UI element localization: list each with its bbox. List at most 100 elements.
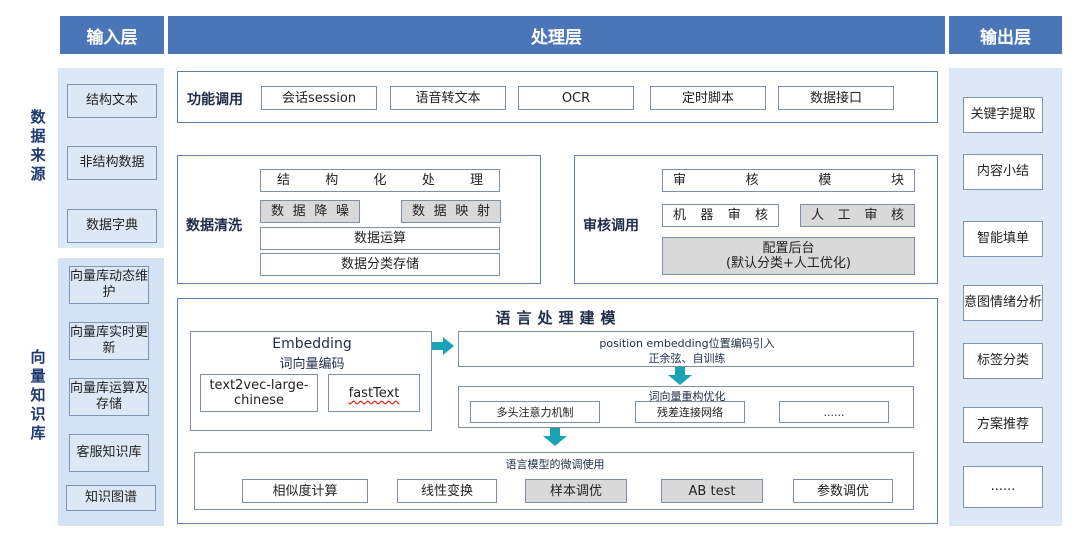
embedding-box: Embedding 词向量编码 text2vec-large-chinese f… (190, 331, 432, 431)
mr-char: 核 (754, 208, 768, 223)
arrow-right-icon (443, 337, 454, 355)
structured-processing: 结 构 化 处 理 (260, 169, 500, 192)
vector-item-dynamic-maintenance: 向量库动态维护 (69, 266, 149, 304)
mr-char: 审 (727, 208, 741, 223)
vector-item-compute-storage: 向量库运算及存储 (69, 378, 149, 416)
ab-test: AB test (661, 479, 763, 503)
review-module: 审 核 模 块 (662, 169, 915, 192)
arrow-down-shaft (550, 428, 560, 436)
rm-char: 核 (745, 173, 759, 188)
manual-review: 人 工 审 核 (800, 204, 915, 227)
restructure-box: 词向量重构优化 多头注意力机制 残差连接网络 ...... (458, 386, 914, 428)
config-backend-title: 配置后台 (762, 241, 815, 256)
position-embedding-line1: position embedding位置编码引入 (599, 337, 775, 350)
arrow-down-icon (668, 375, 692, 385)
language-model-panel: 语言处理建模 Embedding 词向量编码 text2vec-large-ch… (177, 298, 938, 524)
sample-tuning: 样本调优 (525, 479, 627, 503)
mn-char: 人 (811, 208, 825, 223)
more-items-placeholder: ...... (779, 401, 889, 423)
data-source-label: 数据来源 (28, 108, 48, 184)
data-denoise: 数 据 降 噪 (260, 200, 360, 223)
restructure-title: 词向量重构优化 (648, 390, 726, 403)
function-item-data-interface: 数据接口 (778, 86, 894, 110)
multi-head-attention: 多头注意力机制 (470, 401, 600, 423)
vector-item-knowledge-graph: 知识图谱 (66, 485, 156, 511)
vector-kb-label: 向量知识库 (28, 348, 48, 443)
position-embedding-box: position embedding位置编码引入 正余弦、自训练 (458, 331, 914, 367)
mn-char: 审 (864, 208, 878, 223)
rm-char: 块 (890, 173, 904, 188)
data-classified-storage: 数据分类存储 (260, 253, 500, 276)
function-call-panel: 功能调用 会话session 语音转文本 OCR 定时脚本 数据接口 (177, 71, 938, 123)
function-item-scheduled-script: 定时脚本 (650, 86, 766, 110)
similarity-calc: 相似度计算 (242, 479, 368, 503)
sp-char: 化 (373, 173, 387, 188)
mr-char: 器 (700, 208, 714, 223)
dm-char: 射 (476, 204, 490, 219)
function-item-ocr: OCR (518, 86, 634, 110)
rm-char: 模 (818, 173, 832, 188)
position-embedding-line2: 正余弦、自训练 (648, 352, 726, 365)
machine-review: 机 器 审 核 (662, 204, 779, 227)
embedding-subtitle: 词向量编码 (279, 357, 345, 372)
source-item-data-dictionary: 数据字典 (67, 209, 157, 243)
sp-char: 理 (469, 173, 483, 188)
model-text2vec: text2vec-large-chinese (200, 374, 318, 412)
finetune-box: 语言模型的微调使用 相似度计算 线性变换 样本调优 AB test 参数调优 (194, 452, 914, 510)
mr-char: 机 (673, 208, 687, 223)
review-call-panel: 审核调用 审 核 模 块 机 器 审 核 人 工 审 核 配置后台 (默认分类+… (574, 155, 938, 284)
function-item-session: 会话session (261, 86, 377, 110)
output-keyword-extraction: 关键字提取 (963, 97, 1043, 133)
data-compute: 数据运算 (260, 227, 500, 250)
vector-item-realtime-update: 向量库实时更新 (69, 322, 149, 360)
dm-char: 映 (455, 204, 469, 219)
language-model-title: 语言处理建模 (495, 309, 622, 327)
function-call-label: 功能调用 (187, 92, 243, 108)
output-content-summary: 内容小结 (963, 154, 1043, 190)
output-tag-classification: 标签分类 (963, 343, 1043, 379)
embedding-title: Embedding (272, 336, 352, 352)
review-call-label: 审核调用 (583, 218, 639, 234)
sp-char: 构 (325, 173, 339, 188)
data-clean-panel: 数据清洗 结 构 化 处 理 数 据 降 噪 数 据 映 射 数据运算 数据分类… (177, 155, 541, 284)
data-source-panel: 结构文本 非结构数据 数据字典 (58, 68, 164, 248)
model-fasttext: fastText (328, 374, 420, 412)
sp-char: 结 (277, 173, 291, 188)
output-panel: 关键字提取 内容小结 智能填单 意图情绪分析 标签分类 方案推荐 ...... (949, 68, 1062, 526)
function-item-speech-to-text: 语音转文本 (390, 86, 506, 110)
vector-kb-panel: 向量库动态维护 向量库实时更新 向量库运算及存储 客服知识库 知识图谱 (58, 258, 164, 526)
mn-char: 核 (890, 208, 904, 223)
sp-char: 处 (421, 173, 435, 188)
output-smart-form-fill: 智能填单 (963, 221, 1043, 257)
config-backend-subtitle: (默认分类+人工优化) (725, 256, 852, 271)
data-source-label-text: 数据来源 (30, 108, 46, 183)
arrow-right-shaft (432, 342, 443, 350)
output-layer-header: 输出层 (949, 16, 1062, 54)
output-solution-recommend: 方案推荐 (963, 407, 1043, 443)
mn-char: 工 (837, 208, 851, 223)
output-intent-emotion: 意图情绪分析 (963, 285, 1043, 321)
dm-char: 数 (412, 204, 426, 219)
source-item-unstructured-data: 非结构数据 (67, 146, 157, 180)
data-clean-label: 数据清洗 (186, 218, 242, 234)
parameter-tuning: 参数调优 (793, 479, 893, 503)
vector-kb-label-text: 向量知识库 (30, 348, 46, 442)
source-item-structured-text: 结构文本 (67, 84, 157, 118)
residual-network: 残差连接网络 (635, 401, 745, 423)
linear-transform: 线性变换 (397, 479, 497, 503)
input-layer-header: 输入层 (60, 16, 164, 54)
dm-char: 据 (433, 204, 447, 219)
data-mapping: 数 据 映 射 (401, 200, 501, 223)
dn-char: 数 (271, 204, 285, 219)
arrow-down-shaft (675, 367, 685, 375)
dn-char: 噪 (335, 204, 349, 219)
finetune-title: 语言模型的微调使用 (505, 458, 605, 471)
output-more-placeholder: ...... (963, 466, 1043, 508)
config-backend: 配置后台 (默认分类+人工优化) (662, 237, 915, 275)
process-layer-header: 处理层 (168, 16, 945, 54)
vector-item-customer-kb: 客服知识库 (69, 434, 149, 472)
arrow-down-icon (543, 436, 567, 446)
dn-char: 据 (292, 204, 306, 219)
dn-char: 降 (314, 204, 328, 219)
rm-char: 审 (673, 173, 687, 188)
